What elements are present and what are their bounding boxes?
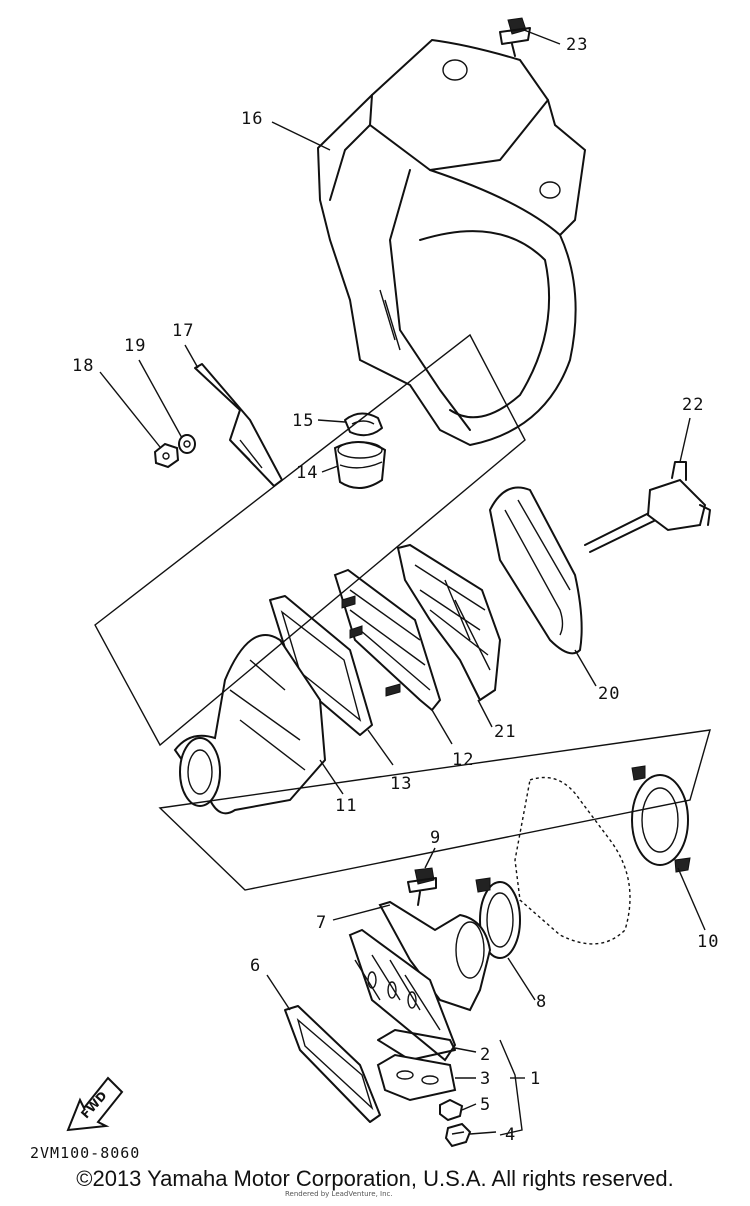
label-12: 12	[452, 750, 474, 770]
label-13: 13	[390, 774, 412, 794]
part-4-screw[interactable]	[444, 1122, 472, 1148]
fwd-arrow-icon: FWD	[66, 1076, 124, 1132]
label-18: 18	[72, 356, 94, 376]
label-15: 15	[292, 411, 314, 431]
part-15-band[interactable]	[344, 412, 383, 437]
copyright-notice: ©2013 Yamaha Motor Corporation, U.S.A. A…	[76, 1166, 674, 1191]
part-20-element[interactable]	[488, 486, 583, 655]
part-11-boot[interactable]	[173, 634, 327, 815]
assembly-outline-lower	[158, 729, 711, 891]
label-4: 4	[505, 1125, 516, 1145]
label-9: 9	[430, 828, 441, 848]
label-1: 1	[530, 1069, 541, 1089]
label-14: 14	[296, 463, 318, 483]
label-7: 7	[316, 913, 327, 933]
leader-lines	[99, 29, 706, 1136]
label-20: 20	[598, 684, 620, 704]
part-19-washer[interactable]	[178, 434, 196, 454]
part-6-gasket[interactable]	[284, 1005, 381, 1123]
diagram-code: 2VM100-8060	[30, 1144, 140, 1162]
label-23: 23	[566, 35, 588, 55]
part-7-manifold[interactable]	[378, 900, 492, 1012]
part-22-shaft[interactable]	[584, 461, 711, 553]
label-22: 22	[682, 395, 704, 415]
part-16-air-box[interactable]	[316, 38, 587, 447]
part-17-strap[interactable]	[194, 363, 283, 487]
part-3-stopper[interactable]	[376, 1053, 457, 1102]
label-2: 2	[480, 1045, 491, 1065]
label-19: 19	[124, 336, 146, 356]
carburetor-outline	[514, 776, 631, 945]
label-21: 21	[494, 722, 516, 742]
part-1-reed-valve[interactable]	[348, 928, 457, 1062]
label-5: 5	[480, 1095, 491, 1115]
label-10: 10	[697, 932, 719, 952]
label-6: 6	[250, 956, 261, 976]
part-14-joint[interactable]	[333, 441, 387, 489]
part-9-screw[interactable]	[407, 867, 437, 906]
part-21-guide[interactable]	[396, 543, 502, 702]
label-3: 3	[480, 1069, 491, 1089]
part-23-bolt[interactable]	[499, 17, 531, 57]
part-18-nut[interactable]	[153, 442, 180, 469]
label-8: 8	[536, 992, 547, 1012]
part-10-clamp[interactable]	[631, 765, 691, 873]
part-8-clamp[interactable]	[475, 877, 521, 959]
render-credit: Rendered by LeadVenture, Inc.	[285, 1190, 393, 1198]
part-5-washer[interactable]	[439, 1098, 464, 1122]
label-11: 11	[335, 796, 357, 816]
label-17: 17	[172, 321, 194, 341]
label-16: 16	[241, 109, 263, 129]
assembly-outline-upper	[94, 333, 526, 747]
